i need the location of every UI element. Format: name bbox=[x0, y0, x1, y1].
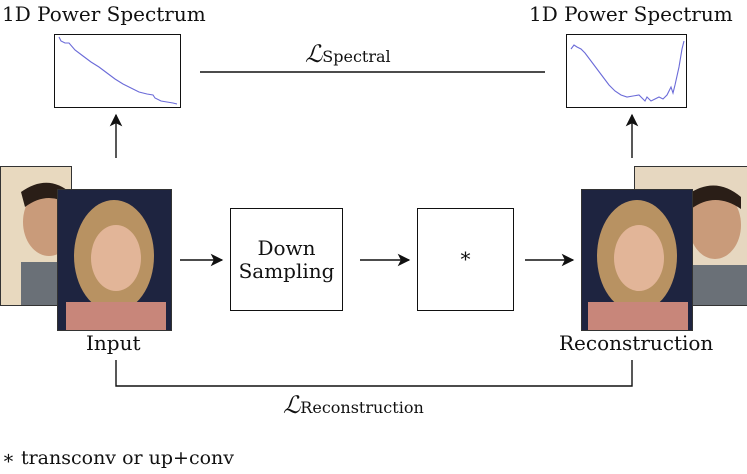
reconstruction-loss-subscript: Reconstruction bbox=[300, 398, 424, 417]
downsampling-box: Down Sampling bbox=[230, 208, 343, 311]
output-photo-front bbox=[581, 189, 693, 331]
output-label: Reconstruction bbox=[559, 331, 714, 355]
reconstruction-loss-label: ℒReconstruction bbox=[283, 391, 424, 419]
spectrum-right-curve bbox=[570, 40, 685, 102]
footnote: ∗ transconv or up+conv bbox=[2, 447, 235, 469]
spectrum-left-curve bbox=[58, 36, 178, 105]
face-photo-female-icon-right bbox=[582, 190, 692, 330]
spectrum-left-title: 1D Power Spectrum bbox=[2, 2, 206, 26]
input-photo-front bbox=[57, 189, 172, 331]
spectrum-right-title: 1D Power Spectrum bbox=[529, 2, 733, 26]
upsampling-symbol: * bbox=[460, 247, 471, 271]
spectrum-left-plot bbox=[54, 34, 181, 108]
reconstruction-loss-bracket bbox=[115, 360, 633, 387]
downsampling-line1: Down bbox=[257, 235, 316, 260]
downsampling-line2: Sampling bbox=[238, 258, 335, 283]
spectral-loss-subscript: Spectral bbox=[322, 47, 391, 66]
spectrum-right-plot bbox=[566, 34, 687, 108]
upsampling-box: * bbox=[417, 208, 514, 311]
face-photo-female-icon bbox=[58, 190, 171, 330]
spectral-loss-label: ℒSpectral bbox=[305, 40, 391, 68]
reconstruction-loss-symbol: ℒ bbox=[283, 391, 301, 419]
spectral-loss-symbol: ℒ bbox=[305, 40, 323, 68]
input-label: Input bbox=[86, 331, 141, 355]
